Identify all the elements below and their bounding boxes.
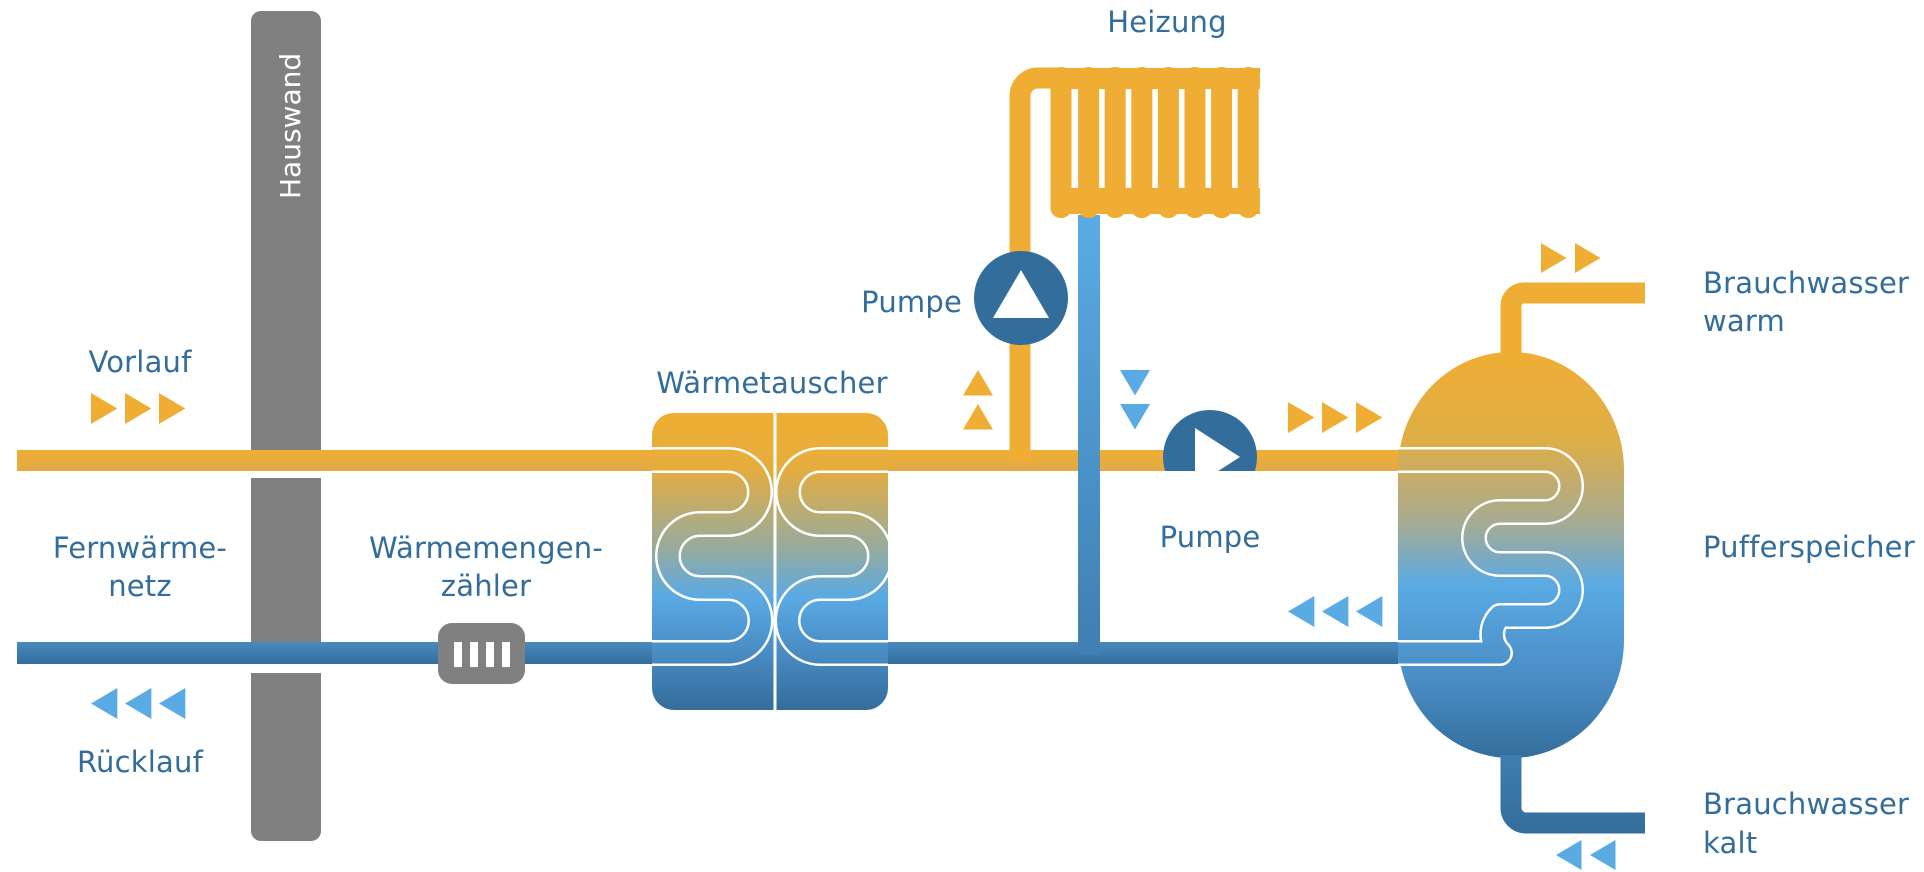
arrow-right-icon — [1322, 402, 1349, 433]
radiator-column — [1184, 67, 1206, 218]
cold-water-label-line1: Brauchwasser — [1703, 787, 1909, 821]
radiator-column — [1157, 67, 1179, 218]
arrow-right-icon — [91, 393, 118, 424]
house-wall: Hauswand — [251, 11, 321, 841]
network-label-line1: Fernwärme- — [53, 531, 227, 565]
radiator-column — [1078, 67, 1100, 218]
arrow-left-icon — [1590, 840, 1616, 870]
radiator-column — [1237, 67, 1259, 218]
pump-up-icon — [993, 270, 1049, 318]
arrow-right-icon — [125, 393, 152, 424]
arrow-right-icon — [1541, 243, 1567, 273]
arrow-right-icon — [1356, 402, 1383, 433]
arrow-left-icon — [159, 688, 186, 719]
arrow-left-icon — [91, 688, 118, 719]
radiator-column — [1104, 67, 1126, 218]
arrow-up-icon — [963, 370, 993, 396]
heating-label: Heizung — [1107, 5, 1227, 39]
meter-bar — [502, 642, 510, 667]
meter-label-line2: zähler — [441, 569, 531, 603]
arrow-down-icon — [1120, 404, 1150, 430]
arrow-right-icon — [1288, 402, 1315, 433]
wall-label: Hauswand — [274, 53, 307, 199]
buffer-label: Pufferspeicher — [1703, 530, 1915, 564]
supply-label: Vorlauf — [88, 345, 192, 379]
exchanger-label: Wärmetauscher — [656, 366, 887, 400]
heat-meter — [438, 623, 525, 684]
radiator — [1050, 67, 1260, 218]
heating-supply-riser — [1009, 67, 1060, 460]
radiator-column — [1050, 67, 1072, 218]
radiator-column — [1211, 67, 1233, 218]
pump-heating-label: Pumpe — [861, 285, 962, 319]
network-label-line2: netz — [108, 569, 172, 603]
cold-water-label-line2: kalt — [1703, 826, 1757, 860]
pump-storage-label: Pumpe — [1160, 520, 1261, 554]
arrow-right-icon — [1575, 243, 1601, 273]
return-label: Rücklauf — [77, 745, 204, 779]
flow-arrows — [91, 243, 1616, 870]
heat-exchanger — [652, 413, 893, 710]
arrow-left-icon — [1356, 596, 1383, 627]
arrow-left-icon — [125, 688, 152, 719]
arrow-left-icon — [1288, 596, 1315, 627]
arrow-left-icon — [1322, 596, 1349, 627]
pump-heating[interactable] — [974, 251, 1068, 345]
heating-return-pipe-segment — [1078, 471, 1100, 646]
arrow-down-icon — [1120, 370, 1150, 396]
meter-label-line1: Wärmemengen- — [369, 531, 603, 565]
arrow-up-icon — [963, 404, 993, 430]
radiator-column — [1131, 67, 1153, 218]
arrow-right-icon — [159, 393, 186, 424]
meter-bar — [454, 642, 462, 667]
meter-bar — [486, 642, 494, 667]
buffer-tank — [1398, 282, 1645, 834]
loop-gap — [888, 471, 1398, 642]
hot-water-label-line2: warm — [1703, 304, 1785, 338]
arrow-left-icon — [1556, 840, 1582, 870]
meter-bar — [470, 642, 478, 667]
hot-water-label-line1: Brauchwasser — [1703, 266, 1909, 300]
